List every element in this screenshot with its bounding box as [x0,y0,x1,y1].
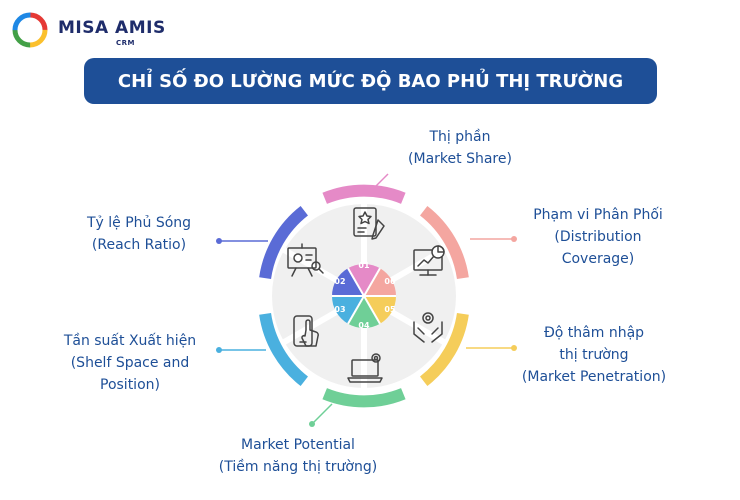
wedge-num-06: 06 [384,277,396,286]
arc-03 [259,312,309,387]
wedge-num-05: 05 [384,305,396,314]
arc-04 [322,388,406,408]
arc-01 [322,184,406,204]
segment-label-06: Phạm vi Phân Phối (Distribution Coverage… [533,207,663,267]
segment-label-02: Tỷ lệ Phủ Sóng (Reach Ratio) [86,215,192,253]
arc-05 [419,312,469,387]
wedge-num-02: 02 [334,277,345,286]
wedge-02 [332,268,364,296]
brand-logo: MISA AMIS CRM [12,10,165,50]
segment-label-01: Thị phần (Market Share) [408,129,512,167]
segment-label-05: Độ thâm nhập thị trường (Market Penetrat… [521,325,667,385]
wedge-05 [364,296,396,324]
laptop-gear-icon [347,353,383,383]
wedge-num-01: 01 [358,261,370,270]
presentation-board-icon [287,243,324,277]
wedge-01 [348,264,380,296]
wedge-04 [348,296,380,328]
connectors [216,173,517,427]
title-banner: CHỈ SỐ ĐO LƯỜNG MỨC ĐỘ BAO PHỦ THỊ TRƯỜN… [84,58,657,104]
award-certificate-icon [353,207,385,240]
hands-gear-icon [413,312,443,343]
wedge-num-04: 04 [358,321,370,330]
brand-name: MISA AMIS [58,18,166,38]
mobile-tap-icon [293,315,319,347]
arc-06 [419,205,469,280]
segment-label-03: Tần suất Xuất hiện (Shelf Space and Posi… [63,333,197,393]
page-title: CHỈ SỐ ĐO LƯỜNG MỨC ĐỘ BAO PHỦ THỊ TRƯỜN… [117,70,624,92]
segment-label-04: Market Potential (Tiềm năng thị trường) [218,437,378,475]
wedge-num-03: 03 [334,305,345,314]
monitor-chart-icon [413,245,445,276]
arc-02 [259,205,309,280]
wedge-03 [332,296,364,324]
wedge-06 [364,268,396,296]
brand-mark-icon [12,12,48,48]
brand-sub: CRM [116,39,135,47]
